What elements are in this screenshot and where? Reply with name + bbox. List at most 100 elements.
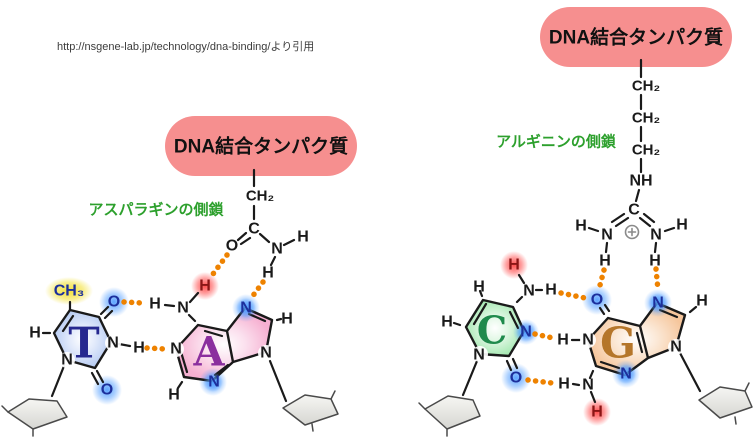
glow-cytosine-o2 xyxy=(501,363,531,393)
cytosine-bonds xyxy=(452,273,544,397)
cyt-h-c5: H xyxy=(473,279,485,296)
asparagine-bonds xyxy=(236,168,296,267)
cytosine-sugar-ticks xyxy=(418,402,448,437)
thy-h-c6: H xyxy=(29,325,41,342)
thymine-ring-outline xyxy=(52,308,113,370)
asn-ch2: CH₂ xyxy=(246,188,274,205)
halo-guanine-n9 xyxy=(668,339,684,355)
arg-ch2-1: CH₂ xyxy=(632,78,660,95)
bond-lines xyxy=(41,58,702,404)
halo-thymine-n3 xyxy=(105,335,121,351)
hydrogen-bonds xyxy=(121,252,661,386)
side-chain-label-arginine: アルギニンの側鎖 xyxy=(496,133,617,151)
arg-ch2-3: CH₂ xyxy=(632,142,660,159)
ade-n1: N xyxy=(170,341,182,358)
guanine-ring-fill xyxy=(588,303,685,375)
glow-guanine-h-red xyxy=(583,398,611,426)
gua-o6: O xyxy=(591,292,603,309)
asparagine-labels: CH₂ C O N H H xyxy=(226,188,309,282)
ade-h-n6-red: H xyxy=(199,278,211,295)
ade-h-n6: H xyxy=(149,296,161,313)
hydrogen-bond-dots-right xyxy=(525,266,661,386)
gua-h-n2: H xyxy=(558,376,570,393)
protein-label-left: DNA結合タンパク質 xyxy=(174,135,348,158)
ade-n9: N xyxy=(260,345,272,362)
adenine-sugar xyxy=(282,394,339,426)
gua-n1: N xyxy=(582,332,594,349)
asn-n: N xyxy=(271,241,283,258)
halo-guanine-n1 xyxy=(580,332,596,348)
atom-glows-top xyxy=(203,293,668,392)
cytosine-letter: C xyxy=(477,308,507,353)
gua-h-red: H xyxy=(591,404,603,421)
cyt-h-red: H xyxy=(508,257,520,274)
side-chain-label-asparagine: アスパラギンの側鎖 xyxy=(88,201,224,219)
adenine-sugar-ticks xyxy=(311,390,336,432)
guanine-sugar xyxy=(698,386,753,419)
protein-label-right: DNA結合タンパク質 xyxy=(549,26,723,49)
thy-o4: O xyxy=(108,294,120,311)
arg-c: C xyxy=(628,202,640,219)
arg-h-left: H xyxy=(575,218,587,235)
atom-glows xyxy=(45,251,672,426)
arginine-labels: CH₂ CH₂ CH₂ NH C N H H N H H xyxy=(575,78,688,270)
asn-o: O xyxy=(226,238,238,255)
gua-n3: N xyxy=(620,366,632,383)
cytosine-sugar xyxy=(424,395,481,430)
arg-n-right: N xyxy=(650,227,662,244)
adenine-ring-outline xyxy=(174,306,274,383)
ade-n6: N xyxy=(177,300,189,317)
cyt-n4: N xyxy=(523,283,535,300)
glow-thymine-o2 xyxy=(92,375,122,405)
citation-text: http://nsgene-lab.jp/technology/dna-bind… xyxy=(57,39,314,53)
thymine-labels: CH₃ O H N H N O T xyxy=(29,283,145,399)
arg-h-left-down: H xyxy=(599,253,611,270)
cyt-h-c6: H xyxy=(441,314,453,331)
cytosine-ring-outline xyxy=(464,298,526,358)
asn-c: C xyxy=(248,221,260,238)
ade-n7: N xyxy=(240,300,252,317)
arg-nh: NH xyxy=(629,173,652,190)
thymine-bonds xyxy=(41,300,132,398)
atom-halos xyxy=(59,332,684,368)
guanine-letter: G xyxy=(600,319,636,368)
cyt-h-n4: H xyxy=(545,282,557,299)
glow-top-guanine-n7 xyxy=(648,293,668,313)
thymine-sugar-ticks xyxy=(1,405,34,437)
thy-o2: O xyxy=(101,382,113,399)
thymine-letter: T xyxy=(68,319,99,368)
arg-ch2-2: CH₂ xyxy=(632,110,660,127)
glow-guanine-o6 xyxy=(582,285,612,315)
adenine-labels: N H H N H N N H N A xyxy=(149,278,293,404)
guanine-sugar-ticks xyxy=(734,382,750,425)
protein-bubble-left xyxy=(165,116,357,176)
guanine-bonds xyxy=(570,303,702,404)
glow-top-adenine-n3 xyxy=(203,372,223,392)
gua-n2: N xyxy=(582,377,594,394)
sugar-group xyxy=(1,382,753,437)
halo-cytosine-n1 xyxy=(472,346,488,362)
halo-adenine-n1 xyxy=(168,341,184,357)
ade-h-c8: H xyxy=(281,311,293,328)
glow-top-cytosine-n3 xyxy=(516,322,536,342)
adenine-bonds xyxy=(163,291,288,403)
thy-ch3: CH₃ xyxy=(54,283,85,300)
gua-h-c8: H xyxy=(696,293,708,310)
ade-n3: N xyxy=(208,374,220,391)
asn-h-amide: H xyxy=(297,229,309,246)
guanine-labels: O H N N H H N N H N G xyxy=(557,292,708,421)
thy-h-n3: H xyxy=(133,340,145,357)
arg-n-left: N xyxy=(601,227,613,244)
halo-adenine-n9 xyxy=(258,345,274,361)
gua-h-n1: H xyxy=(557,332,569,349)
gua-n9: N xyxy=(670,339,682,356)
glow-methyl-yellow xyxy=(45,277,93,305)
guanine-ring-outline xyxy=(586,301,687,377)
glow-top-guanine-n3 xyxy=(616,364,636,384)
plus-charge-cross xyxy=(627,227,637,237)
adenine-letter: A xyxy=(192,329,225,376)
thy-n1: N xyxy=(61,352,73,369)
arg-h-right: H xyxy=(676,217,688,234)
